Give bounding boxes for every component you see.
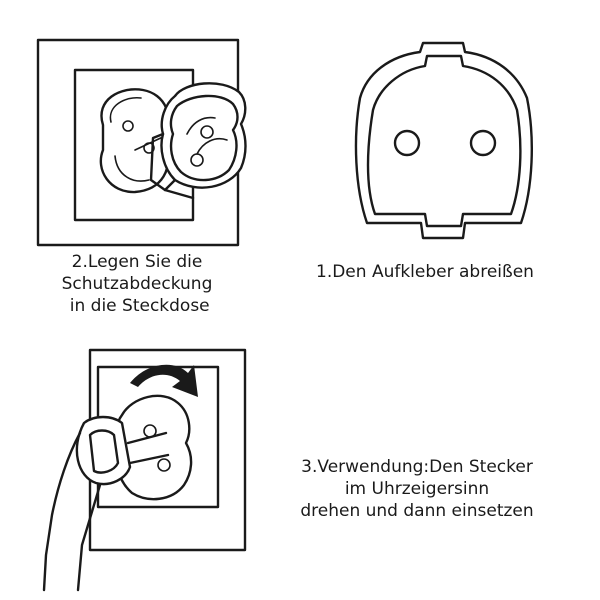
cover-outline [354, 41, 533, 240]
illustration-cover-on-socket [25, 30, 255, 255]
step-1-caption: 1.Den Aufkleber abreißen [316, 261, 534, 283]
step-3-line-2: im Uhrzeigersinn [344, 479, 490, 499]
step-1-line-1: 1.Den Aufkleber abreißen [316, 262, 534, 282]
step-2-line-3: in die Steckdose [64, 296, 210, 316]
rotate-arrow-icon [130, 364, 198, 397]
illustration-plug-rotate [40, 345, 255, 595]
step-2-line-2: Schutzabdeckung [61, 274, 213, 294]
step-2-caption: 2.Legen Sie die Schutzabdeckung in die S… [47, 251, 227, 317]
illustration-cover-shape [345, 38, 555, 248]
pin-hole-right [469, 129, 497, 157]
step-2-line-1: 2.Legen Sie die [71, 252, 203, 272]
plug [75, 415, 132, 486]
step-3-line-1: 3.Verwendung:Den Stecker [301, 457, 533, 477]
step-3-line-3: drehen und dann einsetzen [300, 501, 534, 521]
socket-body [99, 88, 170, 194]
pin-hole-left [393, 129, 421, 157]
step-3-caption: 3.Verwendung:Den Stecker im Uhrzeigersin… [272, 456, 562, 522]
safety-cover [160, 82, 247, 189]
